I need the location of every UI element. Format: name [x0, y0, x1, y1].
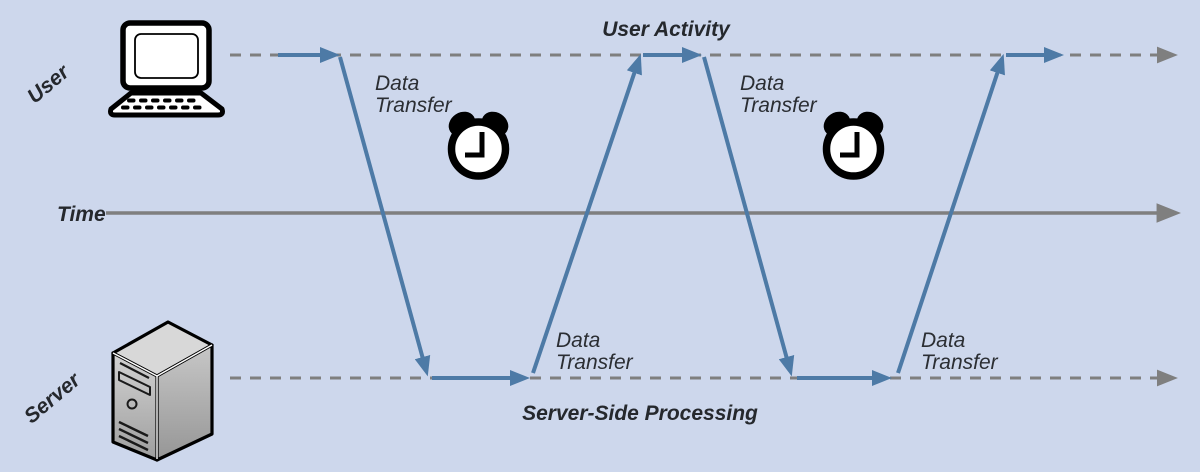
- data-transfer-down-arrow-2: [702, 56, 795, 377]
- data-transfer-up-arrow-2: [896, 53, 1005, 374]
- data-transfer-label-line1: Data: [375, 72, 419, 95]
- data-transfer-label-line1: Data: [740, 72, 784, 95]
- computer-icon: [108, 20, 225, 118]
- data-transfer-label-line2: Transfer: [921, 351, 999, 374]
- data-transfer-label-line1: Data: [921, 329, 965, 352]
- data-transfer-up-arrow-1: [531, 53, 642, 374]
- data-transfer-label-4: Data Transfer: [921, 329, 999, 374]
- server-front-details: [118, 362, 151, 452]
- transfer-path: [278, 47, 1064, 386]
- user-activity-label: User Activity: [602, 18, 731, 41]
- alarm-clock-icon: [447, 111, 510, 180]
- data-transfer-label-line2: Transfer: [740, 94, 818, 117]
- server-icon: [111, 320, 214, 462]
- data-transfer-label-line2: Transfer: [556, 351, 634, 374]
- server-side-processing-label: Server-Side Processing: [522, 402, 758, 425]
- data-transfer-label-3: Data Transfer: [740, 72, 818, 117]
- data-transfer-label-line2: Transfer: [375, 94, 453, 117]
- keyboard-keys: [121, 98, 202, 110]
- data-transfer-label-2: Data Transfer: [556, 329, 634, 374]
- time-axis-label: Time: [57, 203, 106, 226]
- data-transfer-label-line1: Data: [556, 329, 600, 352]
- data-transfer-label-1: Data Transfer: [375, 72, 453, 117]
- alarm-clock-icon: [822, 111, 885, 180]
- data-transfer-down-arrow-1: [338, 56, 431, 377]
